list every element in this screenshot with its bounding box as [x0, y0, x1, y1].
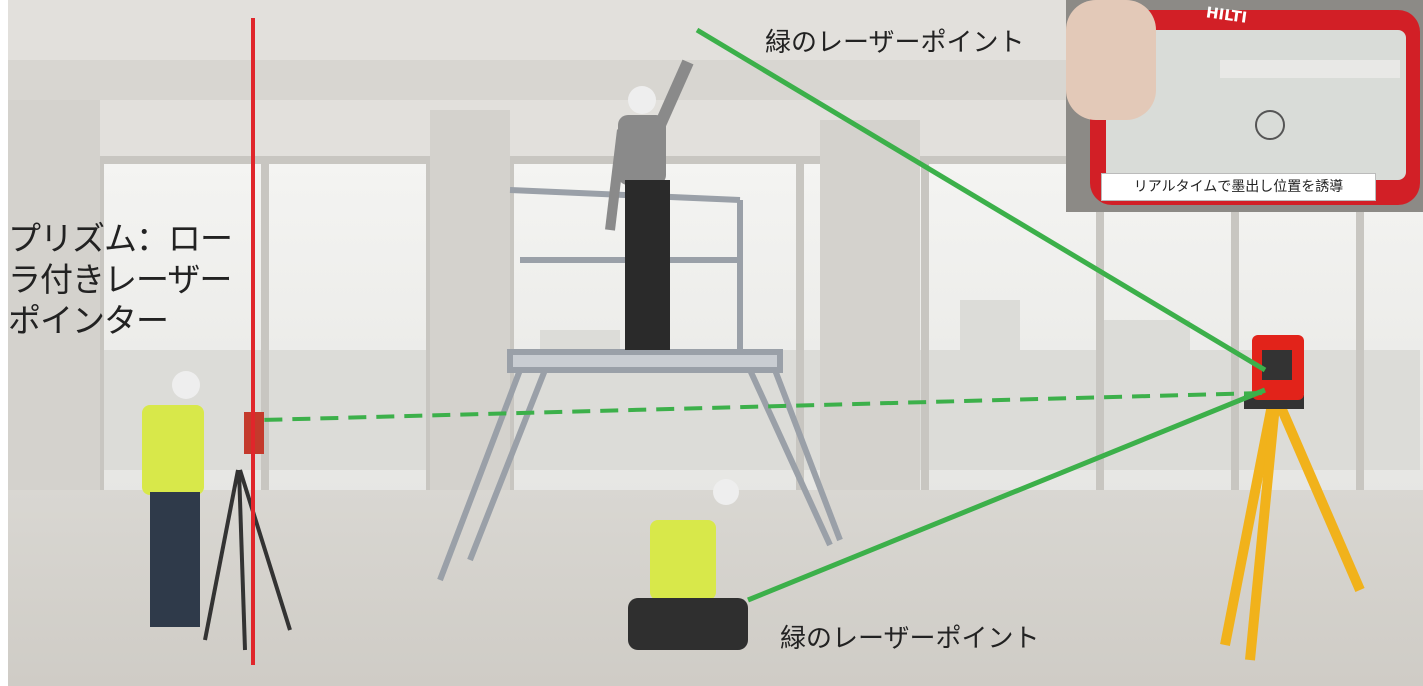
- kneeling-worker: [628, 479, 748, 650]
- green-laser-point-label-top: 緑のレーザーポイント: [765, 28, 1025, 58]
- concrete-pillars: [8, 100, 920, 500]
- green-laser-point-label-bottom: 緑のレーザーポイント: [780, 624, 1040, 654]
- total-station-tripod: [1220, 335, 1365, 661]
- green-laser-to-floor: [747, 387, 1266, 603]
- worker-with-prism: [142, 371, 292, 651]
- green-laser-to-ceiling: [695, 27, 1267, 373]
- tablet-caption: リアルタイムで墨出し位置を誘導: [1101, 173, 1376, 201]
- prism-label: プリズム：ローラ付きレーザーポインター: [8, 219, 233, 340]
- worker-on-platform: [605, 59, 694, 350]
